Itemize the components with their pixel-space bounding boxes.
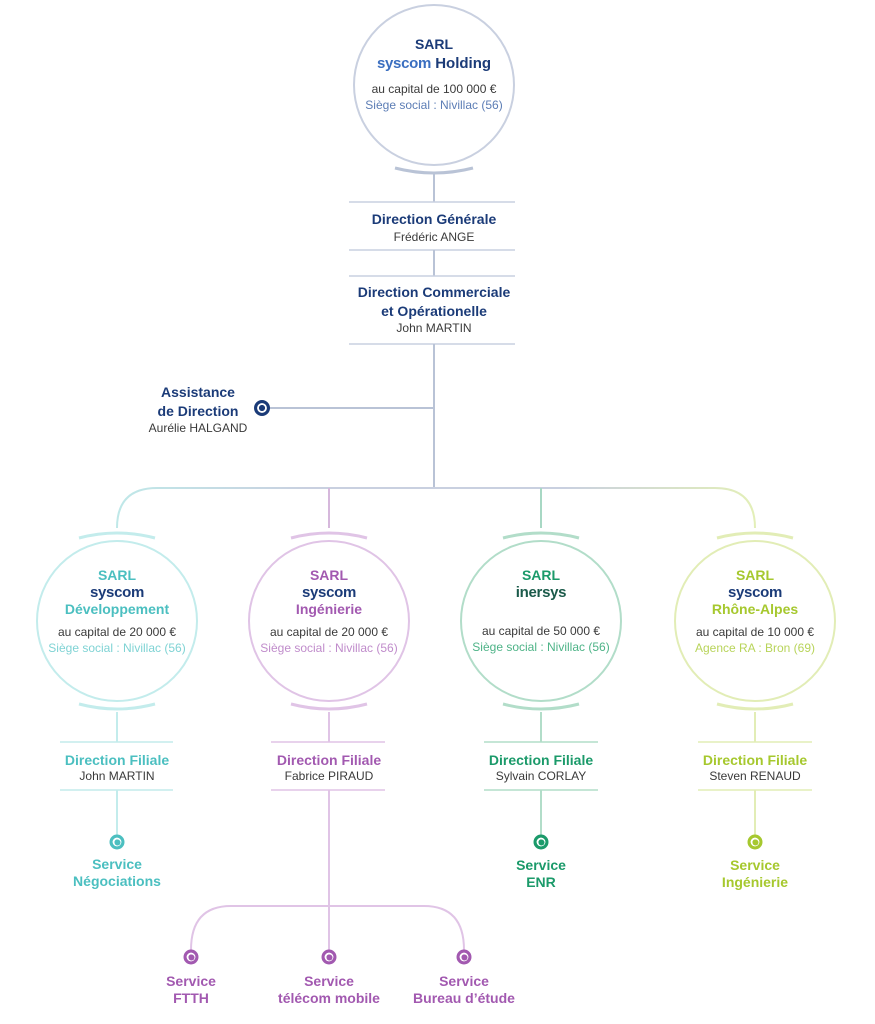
sub4-sarl: SARL bbox=[735, 567, 775, 583]
sub2-direction-title: Direction Filiale bbox=[276, 752, 382, 768]
sub2-name: Ingénierie bbox=[295, 601, 363, 617]
service-telecom-line1: Service bbox=[304, 973, 354, 989]
service-bureau-line2: Bureau d’étude bbox=[413, 990, 515, 1006]
holding-sarl: SARL bbox=[414, 36, 454, 52]
sub2-capital: au capital de 20 000 € bbox=[269, 625, 389, 639]
branch-bar bbox=[116, 487, 756, 529]
direction-generale-person: Frédéric ANGE bbox=[393, 230, 475, 244]
assistance-node-icon bbox=[254, 400, 270, 416]
holding-title: syscom Holding bbox=[377, 55, 491, 74]
service-bureau-line1: Service bbox=[439, 973, 489, 989]
service-negociations-line1: Service bbox=[92, 856, 142, 872]
direction-commerciale-person: John MARTIN bbox=[396, 321, 472, 335]
sub1-siege: Siège social : Nivillac (56) bbox=[48, 641, 186, 655]
assistance-title-2: de Direction bbox=[157, 403, 239, 419]
service-enr-line1: Service bbox=[516, 857, 566, 873]
service-ingenierie-node-icon bbox=[747, 834, 763, 850]
sub4-siege: Agence RA : Bron (69) bbox=[694, 641, 816, 655]
service-ingenierie-line1: Service bbox=[730, 857, 780, 873]
sub2-direction-person: Fabrice PIRAUD bbox=[284, 769, 374, 783]
sub3-direction-person: Sylvain CORLAY bbox=[495, 769, 587, 783]
service-telecom-node-icon bbox=[321, 949, 337, 965]
service-enr-line2: ENR bbox=[526, 874, 556, 890]
sub3-capital: au capital de 50 000 € bbox=[481, 624, 601, 638]
holding-arc bbox=[394, 166, 474, 175]
service-ingenierie-line2: Ingénierie bbox=[721, 874, 789, 890]
sub2-siege: Siège social : Nivillac (56) bbox=[260, 641, 398, 655]
sub1-direction-title: Direction Filiale bbox=[64, 752, 170, 768]
service-telecom-line2: télécom mobile bbox=[278, 990, 380, 1006]
sub1-direction-person: John MARTIN bbox=[79, 769, 155, 783]
service-negociations-line2: Négociations bbox=[73, 873, 161, 889]
holding-siege: Siège social : Nivillac (56) bbox=[365, 98, 503, 112]
sub4-direction-person: Steven RENAUD bbox=[709, 769, 801, 783]
service-ftth-node-icon bbox=[183, 949, 199, 965]
sub3-logo: inersys bbox=[515, 584, 567, 601]
sub4-capital: au capital de 10 000 € bbox=[695, 625, 815, 639]
sub2-logo: syscom bbox=[301, 584, 357, 601]
sub4-direction-title: Direction Filiale bbox=[702, 752, 808, 768]
holding-circle bbox=[353, 4, 515, 166]
sub2-sarl: SARL bbox=[309, 567, 349, 583]
direction-commerciale-title-2: et Opérationelle bbox=[381, 303, 487, 319]
sub3-direction-title: Direction Filiale bbox=[488, 752, 594, 768]
sub3-siege: Siège social : Nivillac (56) bbox=[472, 640, 610, 654]
service-ftth-line1: Service bbox=[166, 973, 216, 989]
sub1-capital: au capital de 20 000 € bbox=[57, 625, 177, 639]
service-negociations-node-icon bbox=[109, 834, 125, 850]
service-enr-node-icon bbox=[533, 834, 549, 850]
holding-capital: au capital de 100 000 € bbox=[371, 82, 497, 96]
service-ftth-line2: FTTH bbox=[173, 990, 209, 1006]
service-bureau-node-icon bbox=[456, 949, 472, 965]
sub1-logo: syscom bbox=[89, 584, 145, 601]
sub1-sarl: SARL bbox=[97, 567, 137, 583]
direction-generale-title: Direction Générale bbox=[371, 211, 497, 227]
sub3-sarl: SARL bbox=[521, 567, 561, 583]
syscom-logo: syscom bbox=[376, 55, 432, 72]
assistance-title-1: Assistance bbox=[161, 384, 235, 400]
direction-commerciale-title-1: Direction Commerciale bbox=[357, 284, 511, 300]
sub1-name: Développement bbox=[64, 601, 170, 617]
sub4-logo: syscom bbox=[727, 584, 783, 601]
holding-name: Holding bbox=[435, 55, 492, 72]
sub4-name: Rhône-Alpes bbox=[711, 601, 799, 617]
assistance-person: Aurélie HALGAND bbox=[148, 421, 248, 435]
